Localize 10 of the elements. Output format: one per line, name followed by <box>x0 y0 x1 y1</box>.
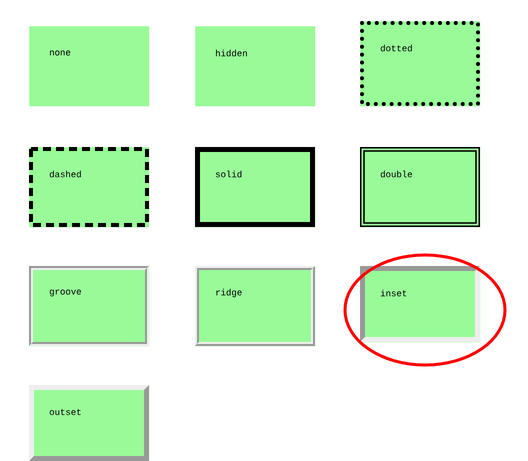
styled-box: hidden <box>195 26 316 106</box>
styled-box: double <box>360 147 480 228</box>
styled-box: dotted <box>360 21 480 106</box>
styled-box: none <box>29 26 150 106</box>
styled-box: solid <box>195 147 316 228</box>
styled-box: ridge <box>195 266 316 346</box>
styled-box: dashed <box>29 147 150 228</box>
styled-box: outset <box>29 385 150 461</box>
styled-box: inset <box>360 266 480 342</box>
styled-box: groove <box>29 266 150 346</box>
